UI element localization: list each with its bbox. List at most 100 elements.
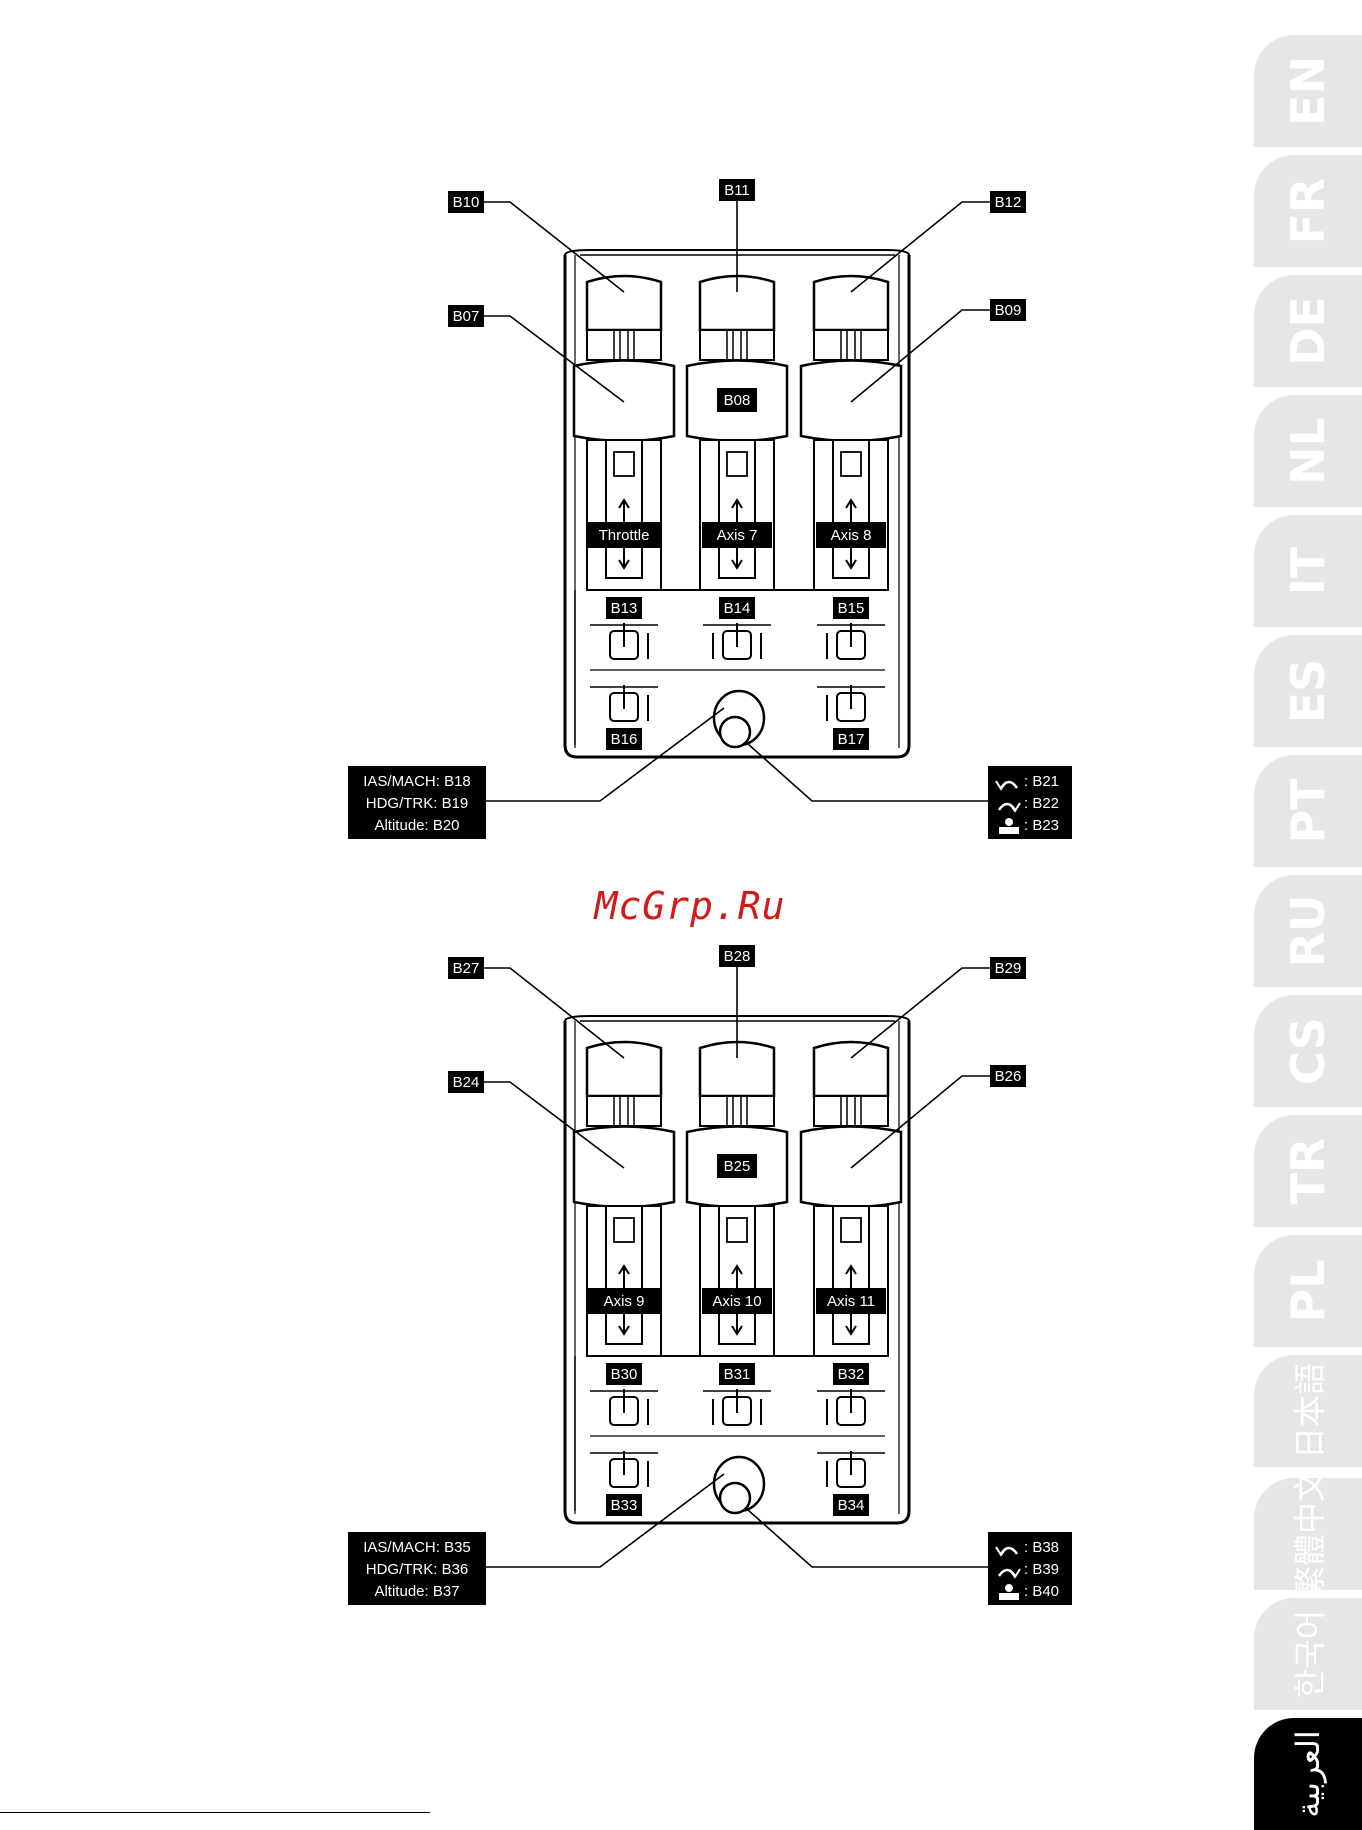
- label-toggle-top-right-box: [833, 1363, 869, 1385]
- language-tab-11[interactable]: PL: [1254, 1235, 1362, 1347]
- label-toggle-top-left-box: [606, 1363, 642, 1385]
- toggle-left-bottom[interactable]: [590, 1451, 658, 1488]
- lever-left[interactable]: Throttle: [572, 274, 676, 591]
- label-toggle-bottom-left: B16: [606, 728, 642, 750]
- lever-mid-grip: [572, 359, 676, 443]
- label-toggle-bottom-left-text: B16: [611, 731, 638, 748]
- lever-center[interactable]: Axis 7: [685, 274, 789, 591]
- knob-mode-line: HDG/TRK: B36: [366, 1561, 469, 1578]
- knob-mode-line: IAS/MACH: B35: [363, 1539, 471, 1556]
- axis-label-center-text: Axis 10: [712, 1293, 761, 1310]
- lever-shaft: [699, 329, 775, 361]
- leader-mid-right: [850, 309, 990, 403]
- toggle-right-bottom[interactable]: [817, 685, 885, 722]
- toggle-right-top[interactable]: [817, 623, 885, 660]
- arrow-down: [845, 559, 857, 570]
- housing-outline: [563, 1021, 911, 1525]
- leader-top-right: [850, 201, 990, 293]
- housing-outline: [563, 255, 911, 759]
- knob-mode-line: Altitude: B37: [374, 1583, 459, 1600]
- leader-knob-right: [747, 743, 988, 802]
- axis-label-right-text: Axis 11: [827, 1293, 875, 1310]
- language-tab-5[interactable]: IT: [1254, 515, 1362, 627]
- label-toggle-bottom-right-text: B17: [838, 731, 865, 748]
- axis-label-right-box: [816, 522, 886, 548]
- lever-shaft: [586, 1095, 662, 1127]
- knob-mode-line: IAS/MACH: B18: [363, 773, 471, 790]
- axis-label-left-text: Axis 9: [604, 1293, 645, 1310]
- label-mid-right: B26: [990, 1065, 1026, 1087]
- language-tab-15[interactable]: العربية: [1254, 1718, 1362, 1830]
- knob-actions-bg: [988, 766, 1072, 839]
- label-toggle-top-left-box: [606, 597, 642, 619]
- lever-top-grip: [812, 274, 890, 332]
- label-mid-center-text: B08: [724, 392, 751, 409]
- label-mid-right-text: B09: [995, 302, 1022, 319]
- toggle-left-top[interactable]: [590, 623, 658, 660]
- label-toggle-top-center-text: B31: [724, 1366, 751, 1383]
- axis-label-center-box: [702, 1288, 772, 1314]
- label-toggle-top-left-text: B30: [611, 1366, 638, 1383]
- lever-shaft: [586, 329, 662, 361]
- label-toggle-top-center-box: [719, 597, 755, 619]
- rotary-knob[interactable]: [712, 1455, 766, 1515]
- toggle-right-top[interactable]: [817, 1389, 885, 1426]
- language-tab-1[interactable]: EN: [1254, 35, 1362, 147]
- label-toggle-bottom-left: B33: [606, 1494, 642, 1516]
- label-top-right-text: B12: [995, 194, 1022, 211]
- label-toggle-top-right-box: [833, 597, 869, 619]
- axis-label-center-text: Axis 7: [717, 527, 758, 544]
- label-top-right-box: [990, 191, 1026, 213]
- knob-action-line: : B39: [1024, 1561, 1059, 1578]
- language-tab-8[interactable]: RU: [1254, 875, 1362, 987]
- language-tab-3[interactable]: DE: [1254, 275, 1362, 387]
- toggle-center-top[interactable]: [703, 1389, 771, 1426]
- label-toggle-bottom-right-box: [833, 728, 869, 750]
- language-tab-12[interactable]: 日本語: [1254, 1355, 1362, 1467]
- label-toggle-bottom-right-text: B34: [838, 1497, 865, 1514]
- language-tab-2[interactable]: FR: [1254, 155, 1362, 267]
- label-top-center-text: B11: [724, 182, 750, 199]
- label-top-center-text: B28: [724, 948, 751, 965]
- toggle-center-top[interactable]: [703, 623, 771, 660]
- language-tab-10[interactable]: TR: [1254, 1115, 1362, 1227]
- lever-center[interactable]: Axis 10: [685, 1040, 789, 1357]
- toggle-right-bottom[interactable]: [817, 1451, 885, 1488]
- lever-right[interactable]: Axis 8: [799, 274, 903, 591]
- knob-actions-bg: [988, 1532, 1072, 1605]
- lever-top-grip: [812, 1040, 890, 1098]
- language-tab-14[interactable]: 한국어: [1254, 1598, 1362, 1710]
- axis-label-left: Throttle: [586, 522, 662, 548]
- language-tab-9[interactable]: CS: [1254, 995, 1362, 1107]
- lever-left[interactable]: Axis 9: [572, 1040, 676, 1357]
- rotate-ccw-arrowhead: [995, 780, 1007, 791]
- toggle-left-bottom[interactable]: [590, 685, 658, 722]
- lever-slider: [613, 451, 635, 477]
- language-tab-13[interactable]: 繁體中文: [1254, 1478, 1362, 1590]
- lever-slider: [840, 451, 862, 477]
- lever-right[interactable]: Axis 11: [799, 1040, 903, 1357]
- lever-top-grip: [698, 1040, 776, 1098]
- rotary-knob[interactable]: [712, 689, 766, 749]
- knob-modes-bg: [348, 1532, 486, 1605]
- label-toggle-top-left: B13: [606, 597, 642, 619]
- label-mid-center: B08: [717, 388, 757, 412]
- label-toggle-bottom-left-box: [606, 728, 642, 750]
- axis-label-right: Axis 8: [816, 522, 886, 548]
- label-top-center-box: [719, 179, 755, 201]
- label-toggle-top-left: B30: [606, 1363, 642, 1385]
- label-mid-left-box: [448, 305, 484, 327]
- toggle-left-top[interactable]: [590, 1389, 658, 1426]
- axis-label-center-box: [702, 522, 772, 548]
- knob-action-line: : B22: [1024, 795, 1059, 812]
- label-top-right: B29: [990, 957, 1026, 979]
- label-toggle-bottom-right: B17: [833, 728, 869, 750]
- language-tab-7[interactable]: PT: [1254, 755, 1362, 867]
- language-tab-4[interactable]: NL: [1254, 395, 1362, 507]
- leader-mid-right: [850, 1075, 990, 1169]
- language-tab-6[interactable]: ES: [1254, 635, 1362, 747]
- knob-cap: [718, 1481, 752, 1515]
